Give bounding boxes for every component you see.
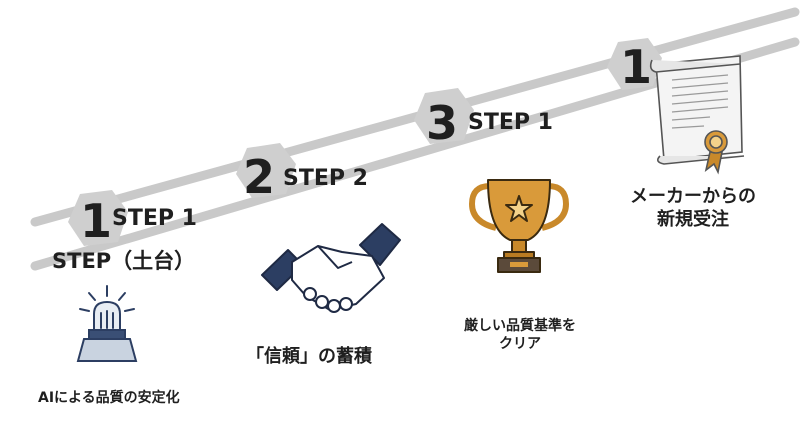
step-2-caption: 「信頼」の蓄積 [246,346,372,367]
step-1-label: STEP 1 [112,206,197,231]
trophy-icon [469,179,569,273]
step-badge-2 [236,143,296,198]
step-2-number: 2 [243,150,275,204]
step-3-caption-line-2: クリア [499,335,541,352]
step-4-number: 1 [620,40,652,94]
warning-light-icon [76,285,138,362]
step-3-label: STEP 1 [468,110,553,135]
step-4-caption-line-2: 新規受注 [657,208,729,230]
step-badge-1 [68,190,128,246]
step-2-label: STEP 2 [283,166,368,191]
step-1-number: 1 [80,194,112,248]
step-4-caption: メーカーからの 新規受注 [618,186,768,231]
step-1-caption: AIによる品質の安定化 [38,390,180,406]
step-4-caption-line-1: メーカーからの [630,186,756,207]
step-3-caption-line-1: 厳しい品質基準を [464,318,576,334]
step-badge-3 [414,88,474,144]
step-badges [68,38,662,246]
certificate-icon [649,55,745,175]
handshake-icon [261,223,401,313]
step-3-number: 3 [426,96,458,150]
step-1-sub: STEP（土台） [52,249,196,273]
step-3-caption: 厳しい品質基準を クリア [440,318,600,353]
step-badge-4 [607,38,662,90]
